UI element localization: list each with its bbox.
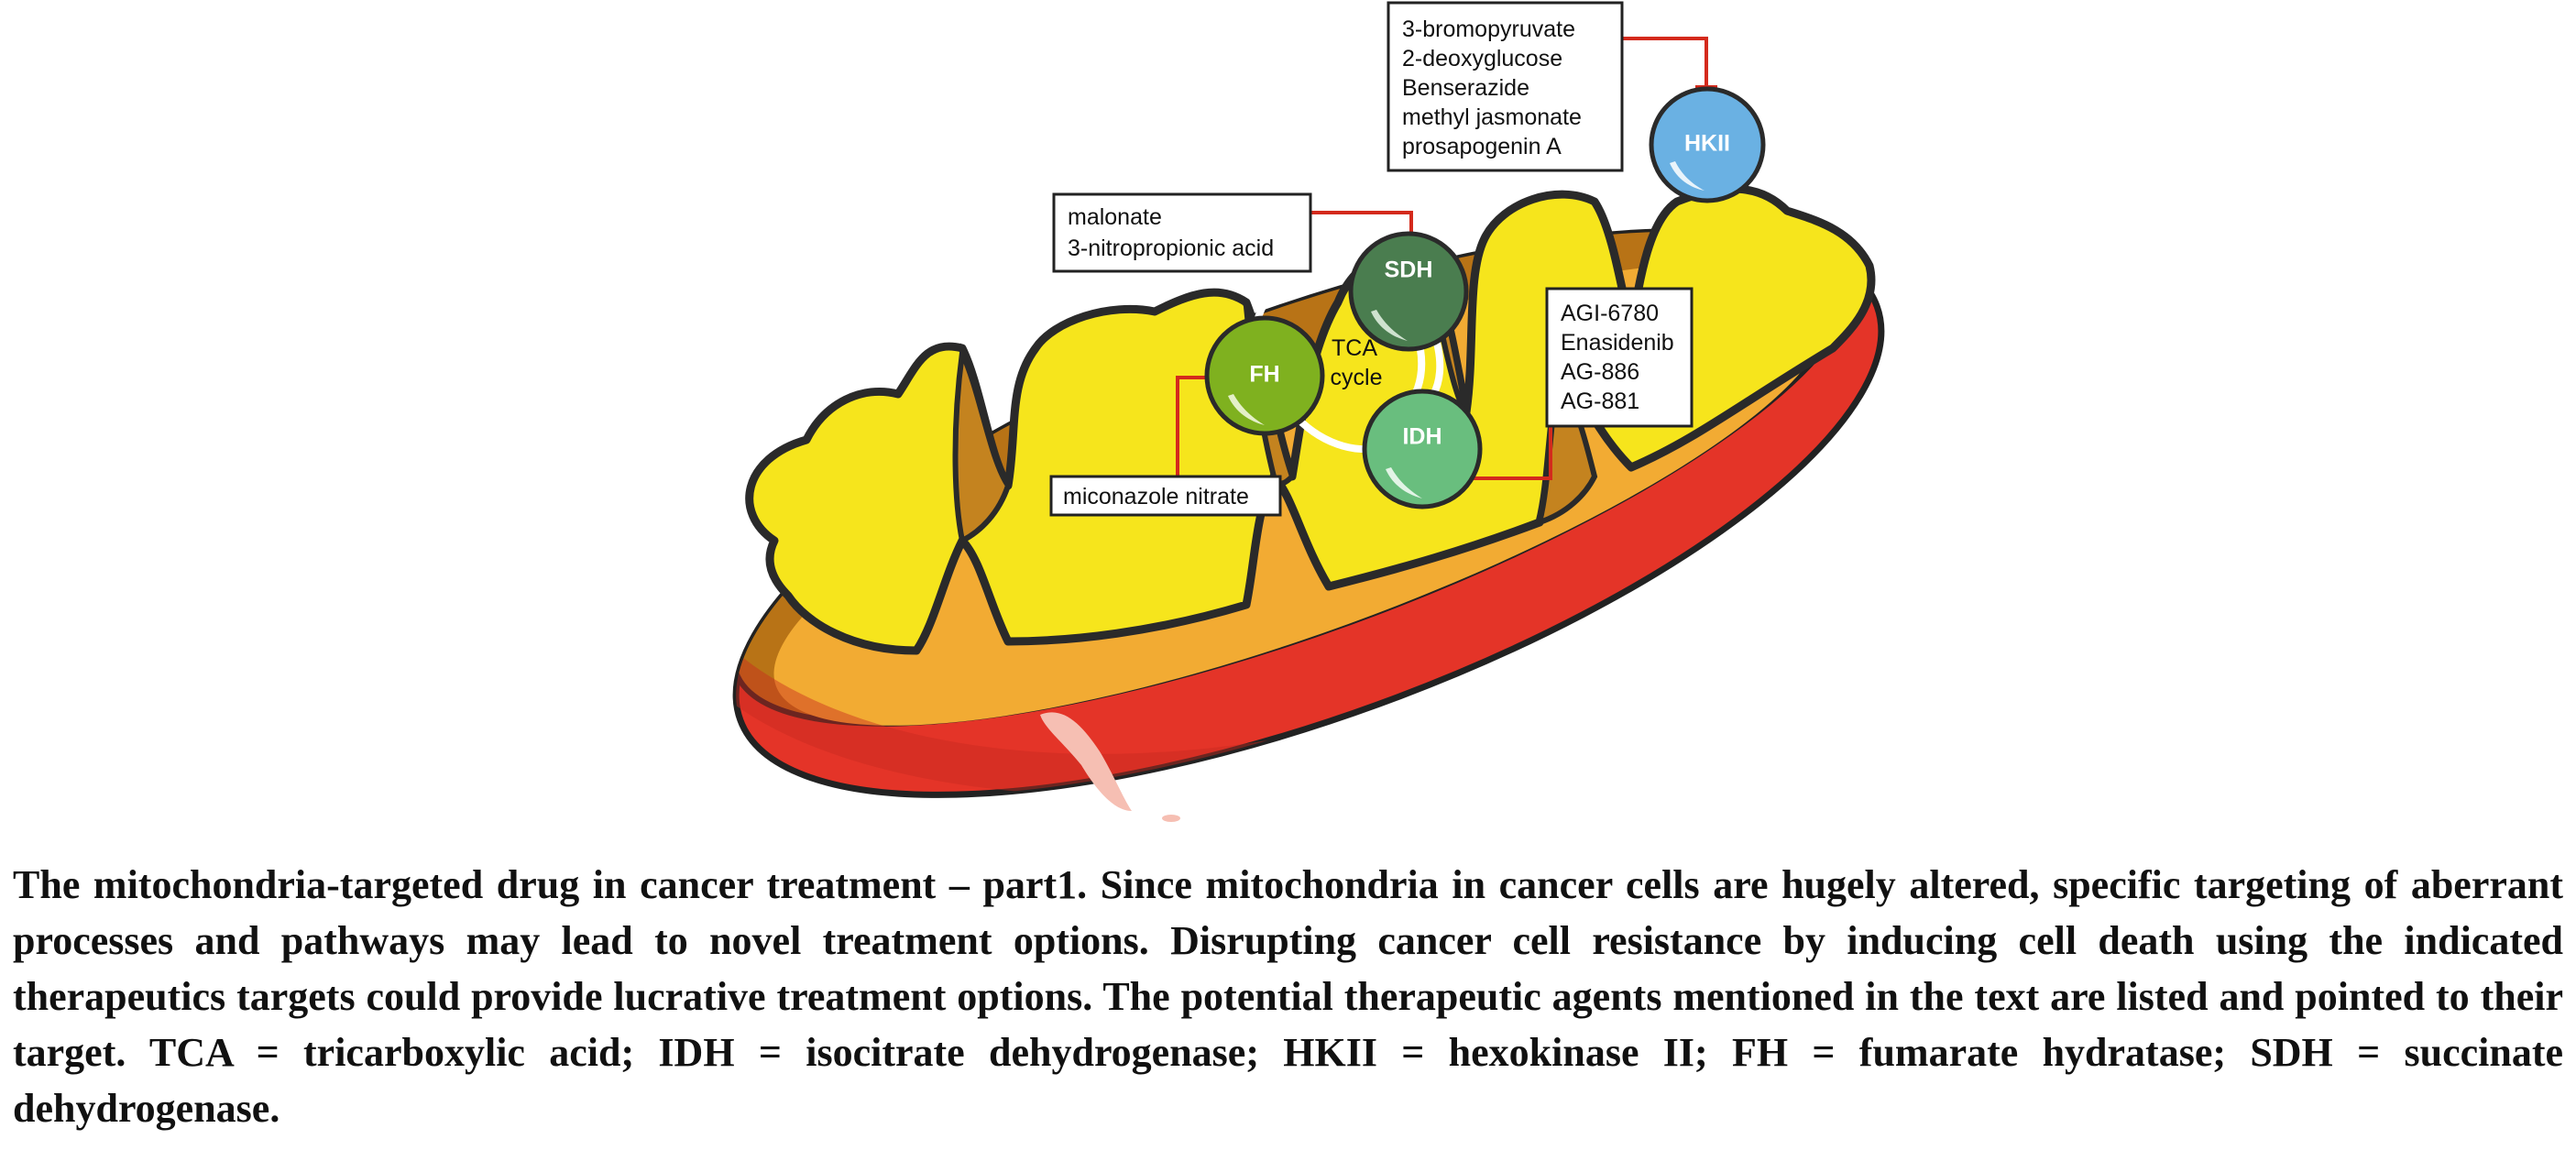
enzyme-sdh: SDH — [1348, 231, 1469, 352]
hkii-highlight — [1670, 161, 1705, 191]
idh-drug-3: AG-886 — [1561, 359, 1639, 385]
idh-drug-1: AGI-6780 — [1561, 301, 1659, 326]
sdh-drug-2: 3-nitropropionic acid — [1068, 235, 1274, 261]
shell-highlight — [1040, 712, 1132, 811]
enzyme-idh: IDH — [1362, 389, 1483, 509]
hkii-drug-4: methyl jasmonate — [1402, 104, 1582, 130]
idh-drug-4: AG-881 — [1561, 389, 1639, 414]
enzyme-hkii: HKII — [1649, 86, 1766, 203]
idh-drug-2: Enasidenib — [1561, 330, 1674, 356]
tca-cycle-label: TCA cycle — [1331, 335, 1383, 390]
tca-label-line-2: cycle — [1331, 365, 1383, 390]
hkii-inhibition-line — [1622, 37, 1708, 87]
mitochondrion-diagram: HKII SDH FH IDH TCA cycle 3-bromopyruvat… — [724, 1, 1915, 822]
hkii-drug-2: 2-deoxyglucose — [1402, 46, 1562, 71]
idh-label: IDH — [1402, 424, 1441, 450]
sdh-highlight — [1371, 310, 1408, 341]
sdh-drug-box: malonate 3-nitropropionic acid — [1052, 192, 1312, 273]
tca-label-line-1: TCA — [1332, 335, 1377, 361]
enzyme-fh: FH — [1204, 315, 1325, 436]
fh-highlight — [1228, 394, 1265, 425]
sdh-label: SDH — [1385, 257, 1433, 283]
idh-highlight — [1386, 467, 1422, 498]
idh-drug-box: AGI-6780 Enasidenib AG-886 AG-881 — [1545, 287, 1694, 428]
hkii-drug-1: 3-bromopyruvate — [1402, 16, 1575, 42]
fh-label: FH — [1249, 362, 1279, 388]
figure-caption: The mitochondria-targeted drug in cancer… — [13, 862, 2563, 1131]
hkii-drug-3: Benserazide — [1402, 75, 1529, 101]
hkii-drug-box: 3-bromopyruvate 2-deoxyglucose Benserazi… — [1387, 1, 1624, 172]
sdh-drug-1: malonate — [1068, 204, 1162, 230]
hkii-label: HKII — [1684, 131, 1730, 157]
fh-drug-box: miconazole nitrate — [1049, 475, 1282, 517]
shell-highlight-dot — [1162, 815, 1180, 822]
fh-drug-1: miconazole nitrate — [1063, 484, 1249, 509]
hkii-drug-5: prosapogenin A — [1402, 134, 1562, 159]
